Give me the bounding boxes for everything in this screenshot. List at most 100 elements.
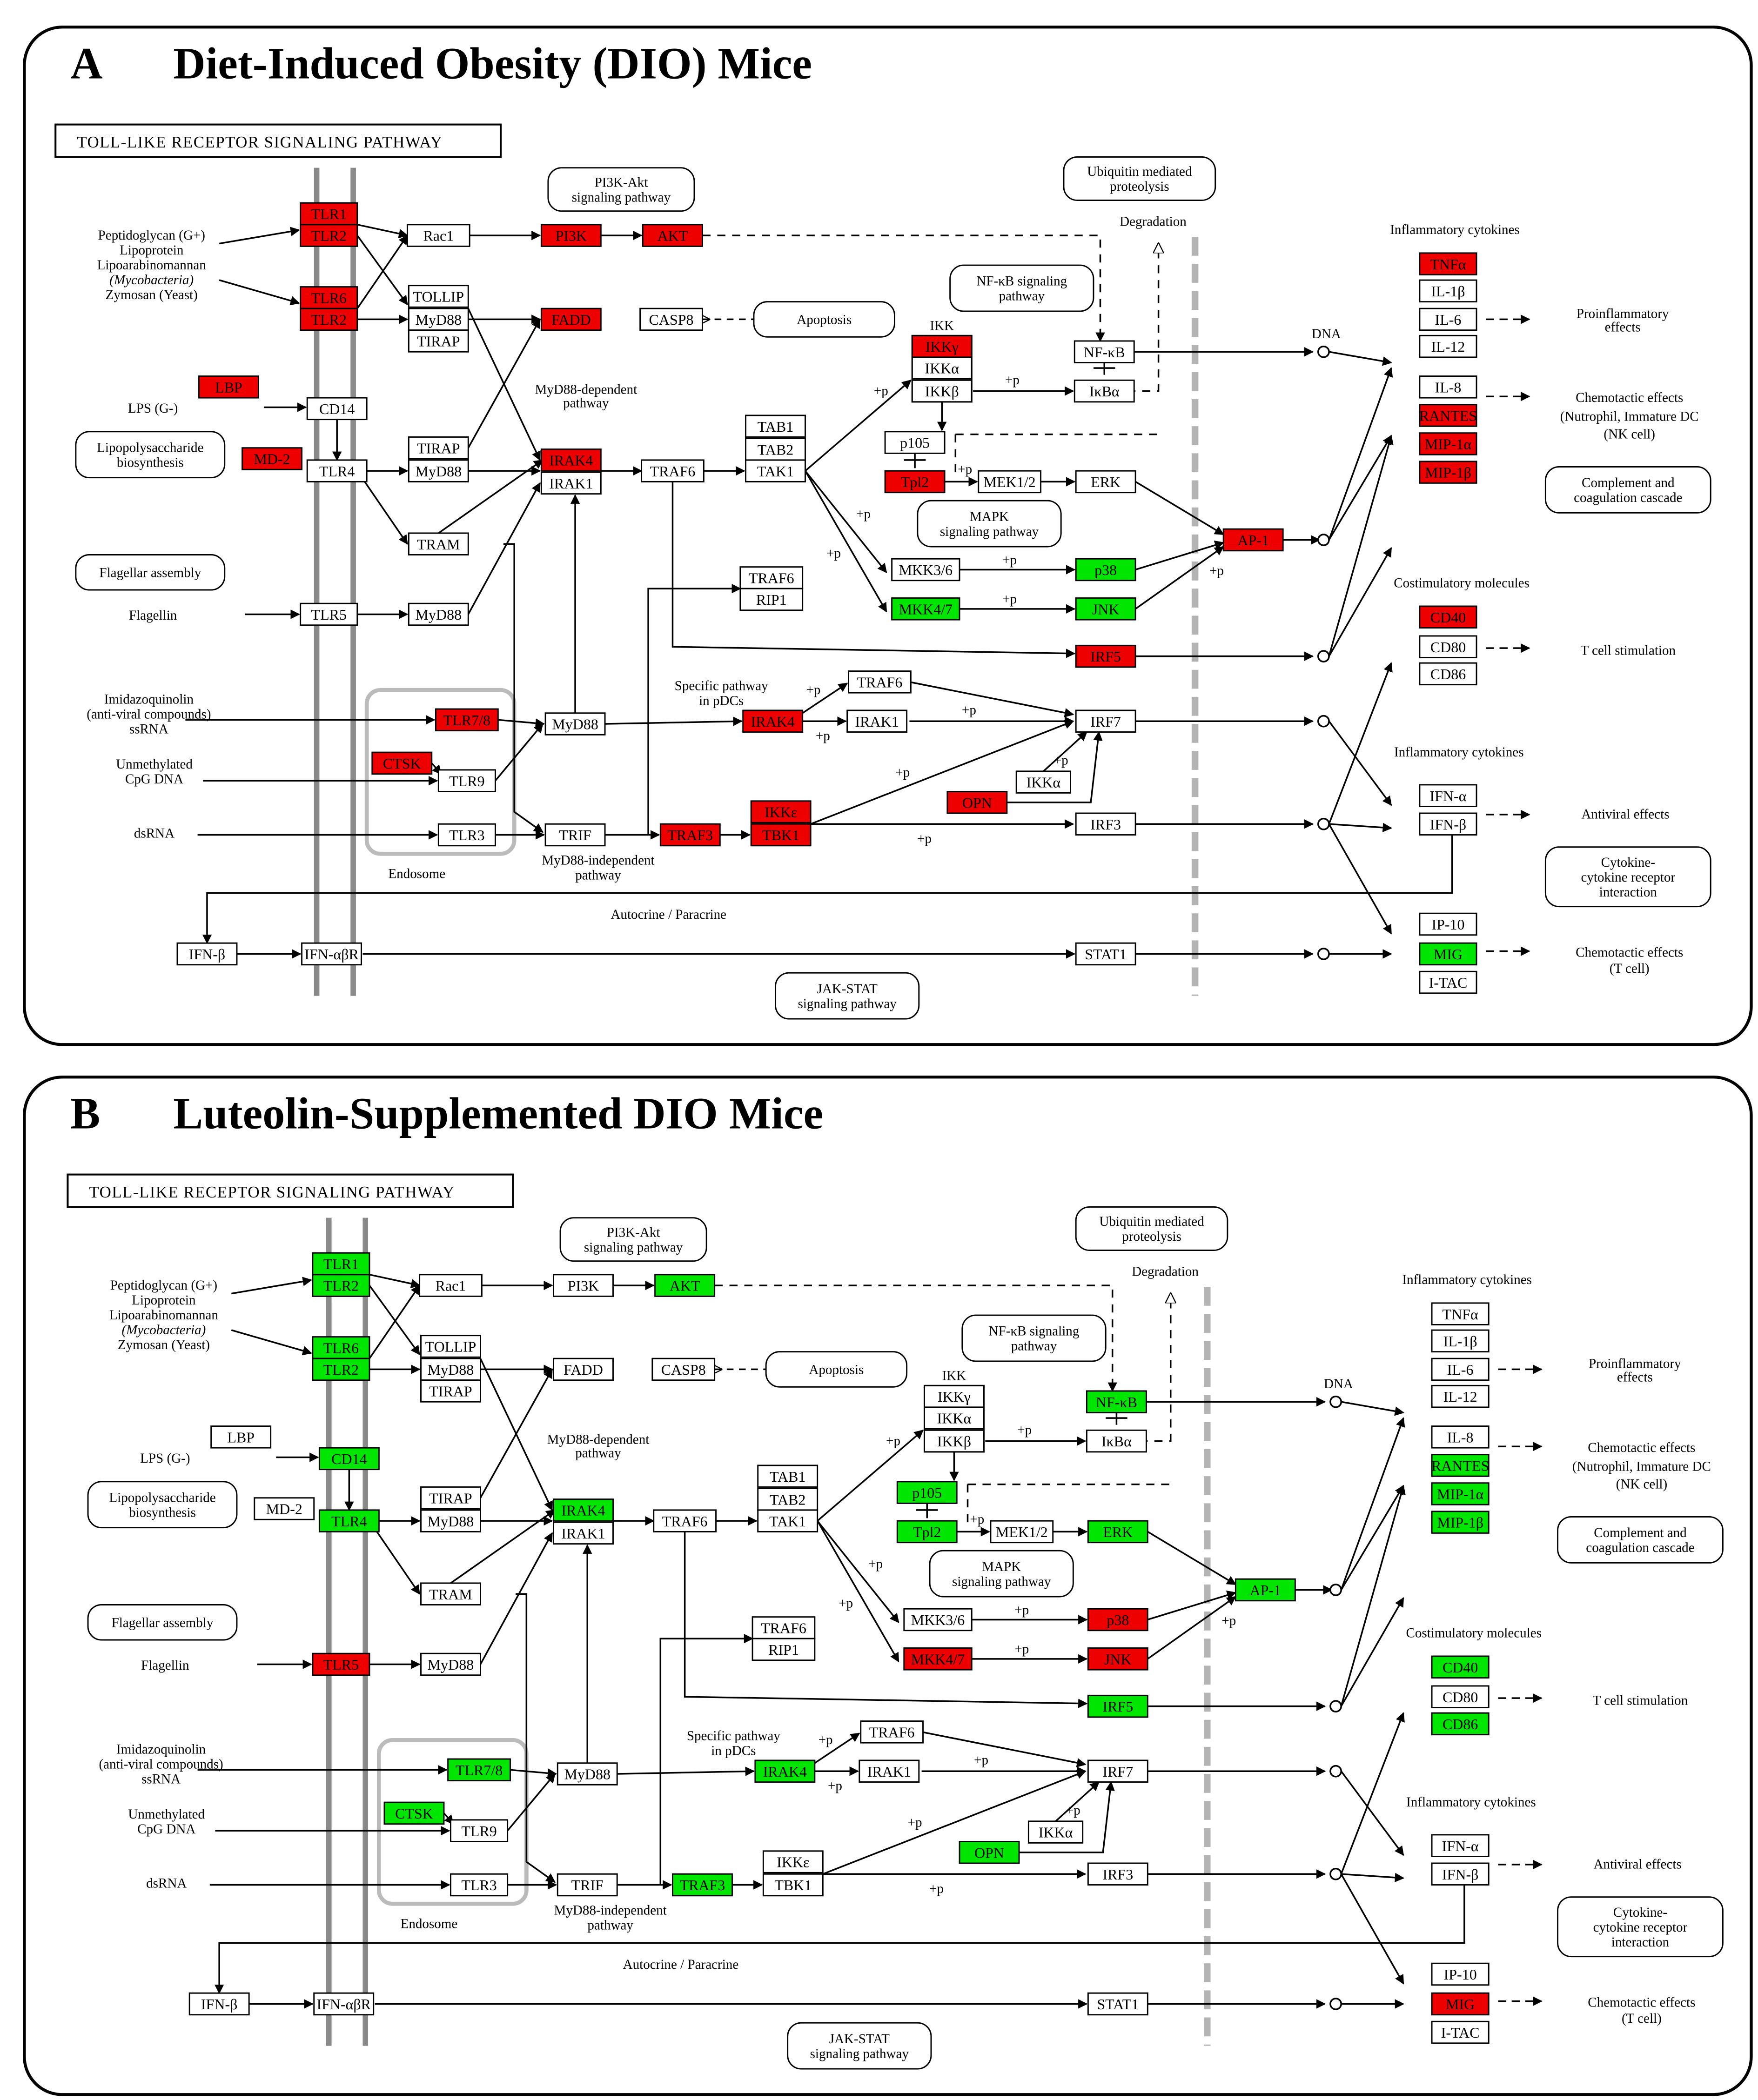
pi3k-akt-pathway-link[interactable]	[559, 1217, 707, 1262]
gene-node-myd88a[interactable]	[408, 308, 469, 331]
gene-node-tlr78[interactable]	[447, 1758, 511, 1782]
gene-node-myd88b[interactable]	[408, 459, 469, 482]
gene-node-irf3[interactable]	[1075, 812, 1136, 836]
gene-node-trif[interactable]	[544, 823, 606, 847]
gene-node-irak1a[interactable]	[540, 471, 602, 495]
gene-node-il12[interactable]	[1431, 1384, 1490, 1408]
gene-node-il8[interactable]	[1419, 375, 1477, 399]
gene-node-traf3[interactable]	[672, 1873, 733, 1897]
gene-node-il12[interactable]	[1419, 334, 1477, 358]
gene-node-p105[interactable]	[884, 431, 946, 454]
gene-node-ctsk[interactable]	[371, 751, 433, 775]
gene-node-cd80[interactable]	[1431, 1685, 1490, 1708]
ubiquitin-proteolysis-link[interactable]	[1063, 156, 1216, 201]
gene-node-mig[interactable]	[1419, 942, 1477, 966]
gene-node-rantes[interactable]	[1419, 404, 1477, 427]
gene-node-ifnabr[interactable]	[313, 1992, 375, 2016]
gene-node-ip10[interactable]	[1431, 1962, 1490, 1986]
gene-node-myd88c[interactable]	[408, 602, 469, 626]
gene-node-irf3[interactable]	[1087, 1862, 1148, 1886]
gene-node-irak4b[interactable]	[754, 1759, 816, 1783]
gene-node-tak1[interactable]	[757, 1509, 819, 1532]
gene-node-itac[interactable]	[1419, 970, 1477, 994]
gene-node-tlr1[interactable]	[300, 202, 358, 226]
gene-node-myd88a[interactable]	[420, 1358, 481, 1381]
gene-node-lbp[interactable]	[198, 375, 259, 399]
gene-node-mkk36[interactable]	[903, 1608, 973, 1632]
gene-node-cd14[interactable]	[318, 1447, 380, 1471]
gene-node-ikka2[interactable]	[1015, 770, 1071, 794]
gene-node-mkk36[interactable]	[891, 558, 960, 582]
gene-node-myd88b[interactable]	[420, 1509, 481, 1532]
gene-node-erk[interactable]	[1075, 470, 1136, 494]
gene-node-ikba[interactable]	[1086, 1429, 1147, 1453]
gene-node-cd86[interactable]	[1419, 662, 1477, 686]
gene-node-mig[interactable]	[1431, 1992, 1490, 2016]
gene-node-stat1[interactable]	[1087, 1992, 1148, 2016]
gene-node-irak1b[interactable]	[859, 1759, 920, 1783]
gene-node-ifnabr[interactable]	[301, 942, 362, 966]
pi3k-akt-pathway-link[interactable]	[547, 167, 695, 212]
gene-node-mip1b[interactable]	[1419, 461, 1477, 484]
gene-node-tbk1[interactable]	[750, 823, 812, 847]
flagellar-assembly-link[interactable]	[75, 554, 226, 591]
gene-node-tlr3[interactable]	[437, 823, 496, 847]
flagellar-assembly-link[interactable]	[87, 1604, 238, 1641]
gene-node-tollip[interactable]	[408, 285, 469, 308]
gene-node-tlr6[interactable]	[300, 286, 358, 309]
cytokine-receptor-link[interactable]	[1544, 846, 1711, 908]
gene-node-tirapa[interactable]	[408, 329, 469, 353]
gene-node-myd88c[interactable]	[420, 1652, 481, 1676]
nfkb-pathway-link[interactable]	[949, 264, 1094, 312]
gene-node-il6[interactable]	[1431, 1358, 1490, 1381]
gene-node-cd80[interactable]	[1419, 635, 1477, 658]
gene-node-tlr4[interactable]	[306, 459, 368, 482]
gene-node-pi3k[interactable]	[553, 1274, 614, 1297]
gene-node-tnfa[interactable]	[1419, 252, 1477, 275]
gene-node-casp8[interactable]	[651, 1358, 716, 1381]
gene-node-lbp[interactable]	[210, 1425, 272, 1449]
gene-node-tollip[interactable]	[420, 1335, 481, 1358]
gene-node-traf6b[interactable]	[739, 566, 804, 589]
gene-node-md2[interactable]	[254, 1497, 315, 1520]
gene-node-fadd[interactable]	[553, 1358, 614, 1381]
mapk-pathway-link[interactable]	[929, 1550, 1074, 1598]
gene-node-irak1b[interactable]	[846, 709, 908, 733]
gene-node-mip1a[interactable]	[1419, 432, 1477, 455]
gene-node-traf6c[interactable]	[848, 670, 912, 694]
gene-node-ikkb[interactable]	[911, 379, 973, 403]
gene-node-ip10[interactable]	[1419, 912, 1477, 936]
gene-node-irak4b[interactable]	[742, 709, 804, 733]
gene-node-tlr6[interactable]	[312, 1336, 370, 1359]
gene-node-tlr2b[interactable]	[300, 308, 358, 331]
gene-node-tbk1[interactable]	[762, 1873, 824, 1897]
gene-node-ifnbl[interactable]	[188, 1992, 250, 2016]
gene-node-p38[interactable]	[1087, 1608, 1148, 1632]
gene-node-ap1[interactable]	[1235, 1578, 1296, 1602]
gene-node-il6[interactable]	[1419, 308, 1477, 331]
gene-node-jnk[interactable]	[1087, 1647, 1148, 1671]
gene-node-erk[interactable]	[1087, 1520, 1148, 1544]
complement-cascade-link[interactable]	[1544, 466, 1711, 514]
jak-stat-pathway-link[interactable]	[787, 2022, 932, 2070]
gene-node-tlr1[interactable]	[312, 1252, 370, 1276]
gene-node-p38[interactable]	[1075, 558, 1136, 582]
gene-node-md2[interactable]	[242, 447, 303, 470]
gene-node-traf6a[interactable]	[641, 459, 705, 482]
gene-node-tirapa[interactable]	[420, 1379, 481, 1403]
gene-node-tram[interactable]	[420, 1582, 481, 1605]
gene-node-ifna[interactable]	[1419, 784, 1477, 807]
gene-node-stat1[interactable]	[1075, 942, 1136, 966]
gene-node-tirapb[interactable]	[408, 436, 469, 460]
gene-node-tpl2[interactable]	[884, 470, 946, 494]
gene-node-ifnbr[interactable]	[1419, 812, 1477, 836]
gene-node-tlr2a[interactable]	[312, 1274, 370, 1297]
gene-node-trif[interactable]	[557, 1873, 618, 1897]
gene-node-traf6a[interactable]	[653, 1509, 717, 1532]
nfkb-pathway-link[interactable]	[961, 1314, 1107, 1362]
gene-node-mip1a[interactable]	[1431, 1482, 1490, 1505]
gene-node-irak4a[interactable]	[540, 448, 602, 472]
gene-node-mkk47[interactable]	[891, 597, 960, 621]
gene-node-il1b[interactable]	[1431, 1329, 1490, 1353]
gene-node-irf5[interactable]	[1075, 644, 1136, 668]
